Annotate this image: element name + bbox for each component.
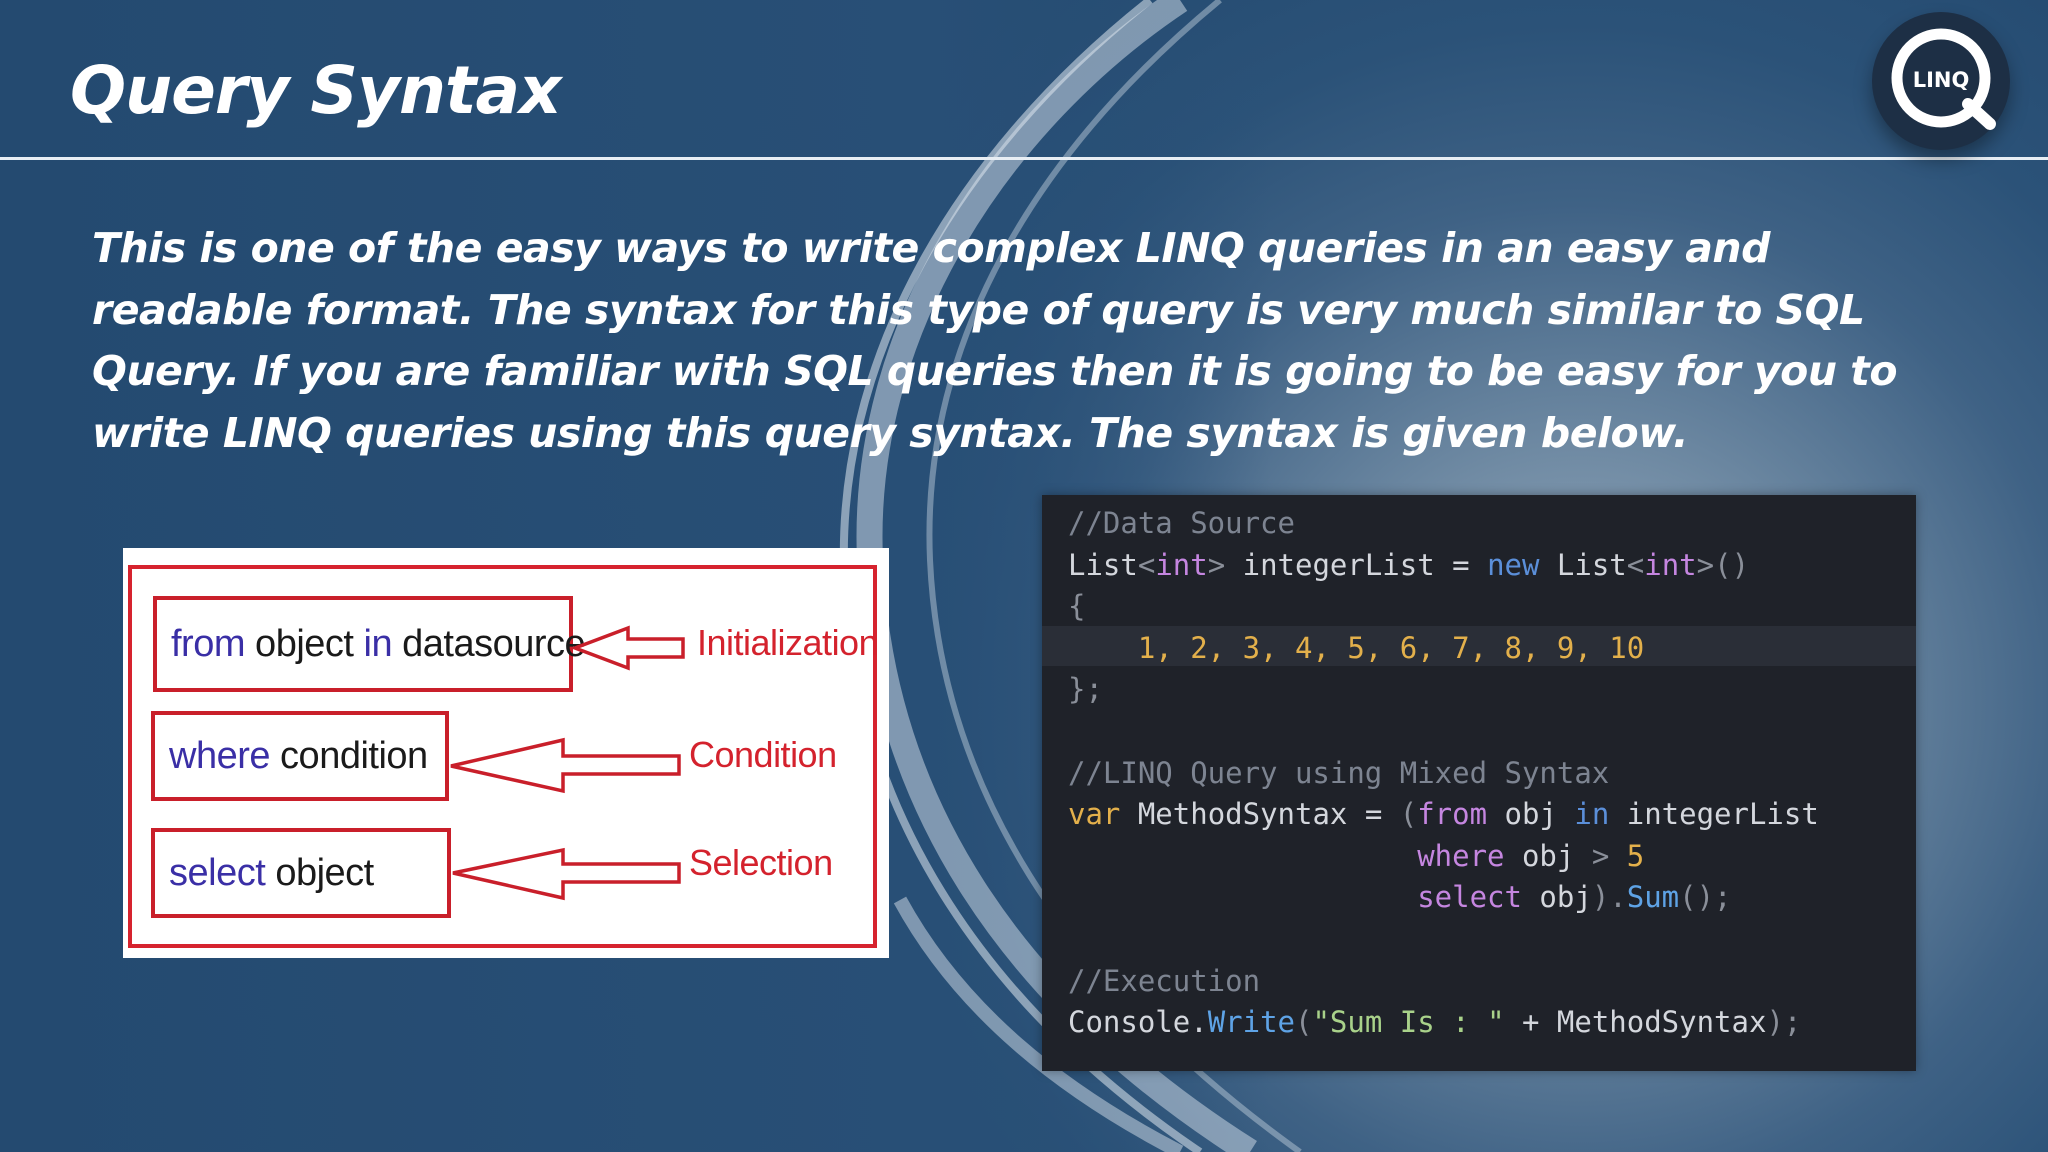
condition-text: condition [270, 734, 428, 777]
title-divider [0, 157, 2048, 160]
code-comment-data-source: //Data Source [1068, 506, 1295, 540]
highlighted-line [1042, 626, 1916, 666]
datasource-text: datasource [392, 622, 586, 665]
in-keyword: in [363, 622, 393, 665]
logo-text: LINQ [1912, 68, 1970, 92]
where-keyword: where [169, 734, 271, 777]
query-syntax-diagram: from object in datasource where conditio… [123, 548, 889, 958]
linq-logo: LINQ [1872, 12, 2010, 150]
initialization-label: Initialization [697, 622, 879, 663]
code-text: //Data Source List<int> integerList = ne… [1068, 506, 1819, 1040]
code-snippet: //Data Source List<int> integerList = ne… [1042, 495, 1916, 1071]
object-text: object [265, 851, 374, 894]
code-string-literal: "Sum Is : " [1312, 1005, 1505, 1040]
from-clause-box: from object in datasource [153, 596, 586, 692]
diagram-frame [128, 565, 877, 948]
condition-label: Condition [689, 734, 837, 775]
select-keyword: select [169, 851, 266, 894]
code-comment-execution: //Execution [1068, 963, 1261, 998]
from-text: object [245, 622, 364, 665]
code-comment-query: //LINQ Query using Mixed Syntax [1068, 755, 1610, 790]
intro-paragraph: This is one of the easy ways to write co… [92, 224, 1898, 457]
selection-label: Selection [689, 842, 833, 883]
select-clause-box: select object [151, 828, 451, 918]
from-keyword: from [171, 622, 246, 665]
where-clause-box: where condition [151, 711, 449, 801]
linq-logo-icon [1891, 28, 1996, 130]
arrow-left-icon [450, 625, 685, 901]
code-number-list: 1, 2, 3, 4, 5, 6, 7, 8, 9, 10 [1137, 630, 1645, 665]
page-title: Query Syntax [70, 52, 562, 129]
